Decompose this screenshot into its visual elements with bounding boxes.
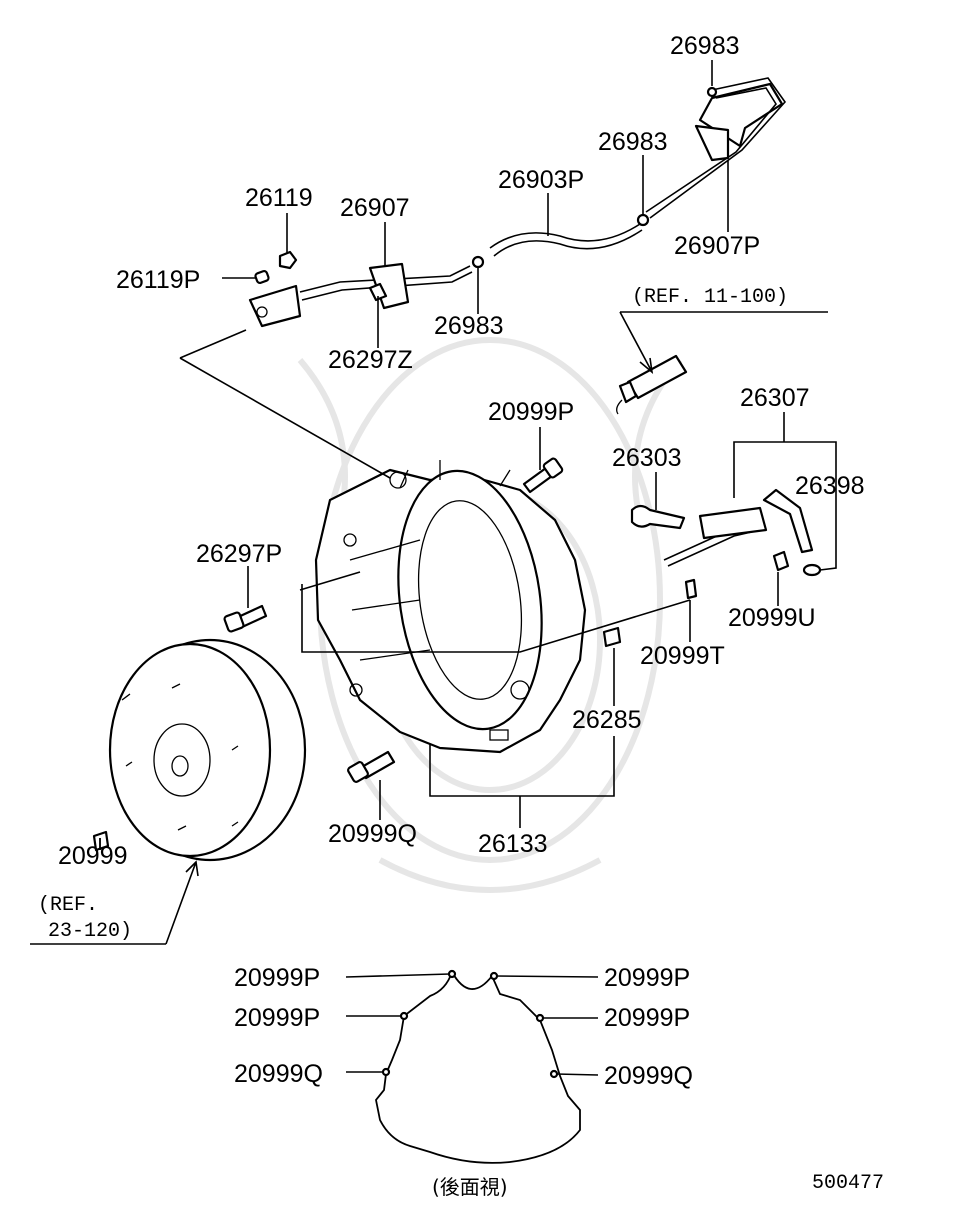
part-labels: 26983 26983 26903P 26907P 26119 26907 26… [38, 32, 865, 943]
rear-label-left-p1: 20999P [234, 964, 320, 992]
label-20999T: 20999T [640, 642, 725, 670]
label-20999U: 20999U [728, 604, 816, 632]
tube-clip-bracket [694, 124, 730, 162]
torque-converter [108, 638, 307, 862]
hose-clamp-26983-top [706, 86, 718, 98]
drawing-number: 500477 [812, 1172, 884, 1195]
label-ref-23-120-line2: 23-120) [48, 920, 132, 943]
label-ref-23-120-line1: (REF. [38, 894, 98, 917]
hose-clamp-26983-low [471, 255, 485, 269]
label-26285: 26285 [572, 706, 642, 734]
rear-label-left-p2: 20999P [234, 1004, 320, 1032]
rear-view-caption: (後面視) [432, 1175, 508, 1199]
dipstick-26398 [762, 488, 814, 554]
label-ref-11-100: (REF. 11-100) [632, 286, 788, 309]
label-20999P-bolt: 20999P [488, 398, 574, 426]
o-ring-26398 [802, 563, 822, 577]
oil-level-gauge-assembly [602, 488, 822, 648]
label-26907: 26907 [340, 194, 410, 222]
rear-label-right-p1: 20999P [604, 964, 690, 992]
gauge-seal-26303 [630, 504, 686, 530]
label-26119P: 26119P [116, 266, 200, 294]
rear-label-right-q: 20999Q [604, 1062, 693, 1090]
rear-view-labels: 20999P 20999P 20999Q 20999P 20999P 20999… [234, 964, 693, 1199]
label-26983-low: 26983 [434, 312, 504, 340]
label-26307: 26307 [740, 384, 810, 412]
tube-mounting-plate [248, 284, 302, 328]
leader-lines [30, 60, 837, 945]
label-26303: 26303 [612, 444, 682, 472]
oil-cooler-tube-assembly [248, 77, 787, 328]
label-26398: 26398 [795, 472, 865, 500]
nut-26119 [278, 250, 298, 270]
label-20999Q-bolt: 20999Q [328, 820, 417, 848]
transmission-case-26133 [314, 460, 587, 754]
case-bolts [92, 457, 564, 852]
label-26983-top: 26983 [670, 32, 740, 60]
hose-clamp-26983-mid [636, 213, 650, 227]
tube-end-bracket [698, 82, 784, 148]
label-26907P: 26907P [674, 232, 760, 260]
rear-view-leaders [345, 973, 599, 1076]
rear-view-outline [375, 969, 581, 1164]
label-26903P: 26903P [498, 166, 584, 194]
label-26297Z: 26297Z [328, 346, 413, 374]
bolt-26297Z [368, 282, 388, 302]
label-26119: 26119 [245, 184, 313, 212]
bolt-26119P [254, 269, 270, 285]
bolt-20999T [684, 578, 698, 600]
rear-label-right-p2: 20999P [604, 1004, 690, 1032]
rear-label-left-q: 20999Q [234, 1060, 323, 1088]
label-26133: 26133 [478, 830, 548, 858]
bolt-20999 [92, 830, 110, 852]
label-26297P: 26297P [196, 540, 282, 568]
bolt-20999U [772, 550, 790, 572]
label-26983-mid: 26983 [598, 128, 668, 156]
pin-26285 [602, 626, 622, 648]
label-20999: 20999 [58, 842, 128, 870]
gauge-bracket [698, 506, 768, 540]
sealant-tube [616, 354, 688, 415]
